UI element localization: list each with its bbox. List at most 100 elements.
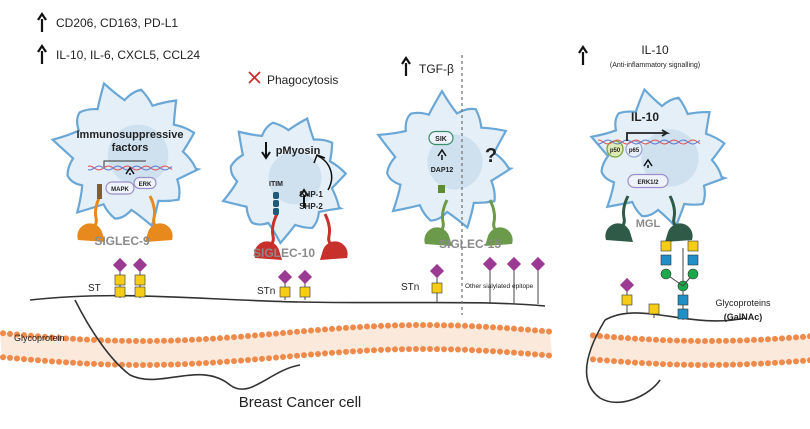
glycoproteins-label: Glycoproteins: [715, 298, 771, 308]
galnac: [648, 303, 660, 315]
lipid-head: [84, 336, 90, 343]
sik-label: SIK: [435, 136, 447, 143]
lipid-head: [105, 361, 111, 368]
up-arrow-icon: [37, 12, 47, 32]
factors-label: factors: [112, 142, 149, 154]
lipid-head: [42, 357, 48, 364]
lipid-head: [49, 358, 55, 365]
mgl-label: MGL: [636, 218, 661, 230]
lipid-head: [709, 337, 715, 344]
lipid-head: [357, 323, 363, 330]
stn-label-2: STn: [401, 282, 419, 293]
lipid-head: [660, 337, 666, 344]
nucleus-siglec9: [107, 124, 169, 186]
siglec9-label: SIGLEC-9: [94, 234, 150, 248]
glcnac: [660, 254, 672, 266]
lipid-head: [413, 322, 419, 329]
lipid-head: [259, 331, 265, 338]
lipid-head: [597, 332, 603, 339]
lipid-head: [287, 329, 293, 336]
lipid-head: [604, 357, 610, 364]
lipid-head: [800, 333, 806, 340]
lipid-head: [175, 361, 181, 368]
dap12-label: DAP12: [431, 167, 454, 174]
p50-label: p50: [610, 148, 621, 154]
lipid-head: [385, 322, 391, 329]
lipid-head: [730, 361, 736, 368]
il10-sub-label: (Anti-inflammatory signalling): [610, 62, 700, 69]
lipid-head: [0, 330, 6, 337]
lipid-head: [399, 322, 405, 329]
lipid-head: [765, 336, 771, 343]
lipid-head: [266, 355, 272, 362]
lipid-head: [625, 335, 631, 342]
lipid-head: [182, 337, 188, 344]
lipid-head: [667, 337, 673, 344]
lipid-head: [217, 335, 223, 342]
lipid-head: [434, 322, 440, 329]
lipid-head: [154, 361, 160, 368]
lipid-head: [7, 354, 13, 361]
lipid-head: [660, 361, 666, 368]
curved-arrow-icon: [313, 154, 333, 191]
mgl-receptor-domain: [605, 223, 633, 242]
lipid-head: [147, 361, 153, 368]
unknown-mechanism-label: ?: [485, 145, 497, 167]
mapk-oval: [105, 181, 135, 195]
siglec10-receptor-domain: [254, 241, 282, 260]
lipid-head: [476, 347, 482, 354]
lipid-head: [539, 327, 545, 334]
mannose: [660, 268, 672, 280]
lipid-head: [483, 323, 489, 330]
down-arrow-icon: [261, 142, 271, 160]
siglec9-cytoplasmic-domain: [97, 189, 102, 194]
lipid-head: [126, 337, 132, 344]
glcnac: [677, 294, 689, 306]
lipid-head: [56, 358, 62, 365]
lipid-head: [168, 337, 174, 344]
sialic-acid: [619, 277, 635, 293]
lipid-head: [667, 361, 673, 368]
lipid-head: [441, 322, 447, 329]
lipid-head: [441, 346, 447, 353]
lipid-head: [357, 347, 363, 354]
lipid-head: [751, 336, 757, 343]
lipid-head: [154, 337, 160, 344]
nucleus-siglec10: [268, 151, 322, 205]
lipid-head: [294, 352, 300, 359]
lipid-head: [448, 322, 454, 329]
lipid-head: [716, 361, 722, 368]
lipid-head: [688, 361, 694, 368]
lipid-head: [21, 332, 27, 339]
lipid-head: [539, 351, 545, 358]
lipid-head: [364, 323, 370, 330]
lipid-head: [793, 334, 799, 341]
lipid-head: [709, 361, 715, 368]
lipid-head: [91, 360, 97, 367]
lipid-head: [737, 361, 743, 368]
lipid-head: [807, 357, 810, 364]
st-label: ST: [88, 283, 101, 294]
lipid-head: [301, 328, 307, 335]
lipid-head: [723, 361, 729, 368]
lipid-head: [765, 360, 771, 367]
lipid-head: [632, 335, 638, 342]
up-arrow-icon: [437, 148, 447, 160]
lipid-head: [618, 334, 624, 341]
lipid-head: [497, 324, 503, 331]
glcnac: [687, 254, 699, 266]
lipid-head: [490, 324, 496, 331]
lipid-head: [497, 348, 503, 355]
lipid-head: [343, 348, 349, 355]
lipid-head: [70, 335, 76, 342]
lipid-head: [28, 356, 34, 363]
lipid-head: [695, 361, 701, 368]
lipid-head: [793, 358, 799, 365]
glcnac: [677, 308, 689, 320]
lipid-head: [273, 354, 279, 361]
lipid-head: [751, 360, 757, 367]
lipid-head: [322, 350, 328, 357]
lipid-head: [504, 349, 510, 356]
lipid-head: [483, 347, 489, 354]
dna-cell4-strand: [597, 139, 701, 145]
